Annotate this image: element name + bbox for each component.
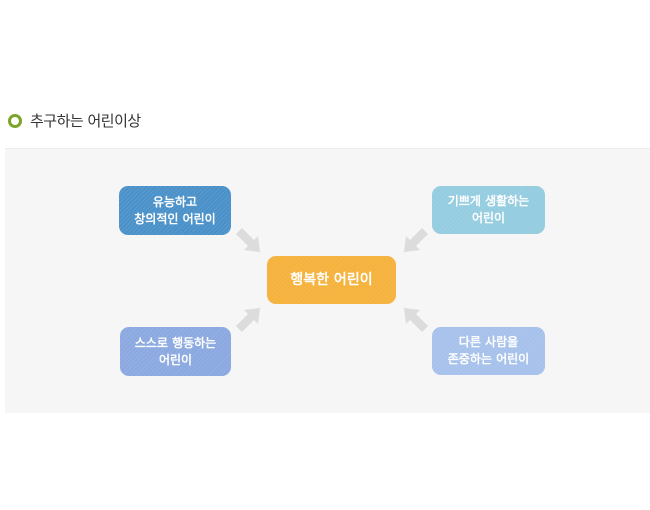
section-title: 추구하는 어린이상 [8,110,141,131]
arrow-icon [404,308,428,332]
section-title-text: 추구하는 어린이상 [30,112,141,130]
item-label: 스스로 행동하는 어린이 [134,335,217,367]
arrow-icon [236,308,260,332]
item-respect-others: 다른 사람을 존중하는 어린이 [432,327,545,375]
center-happy-child: 행복한 어린이 [267,256,396,304]
item-capable-creative: 유능하고 창의적인 어린이 [119,186,231,235]
item-self-acting: 스스로 행동하는 어린이 [120,327,231,376]
circle-bullet-icon [8,113,22,128]
item-joyful-living: 기쁘게 생활하는 어린이 [432,186,545,234]
arrow-icon [404,228,428,252]
item-label: 유능하고 창의적인 어린이 [134,194,216,226]
center-label: 행복한 어린이 [290,271,373,288]
item-label: 기쁘게 생활하는 어린이 [447,194,530,225]
arrow-icon [236,228,260,252]
item-label: 다른 사람을 존중하는 어린이 [447,335,530,366]
